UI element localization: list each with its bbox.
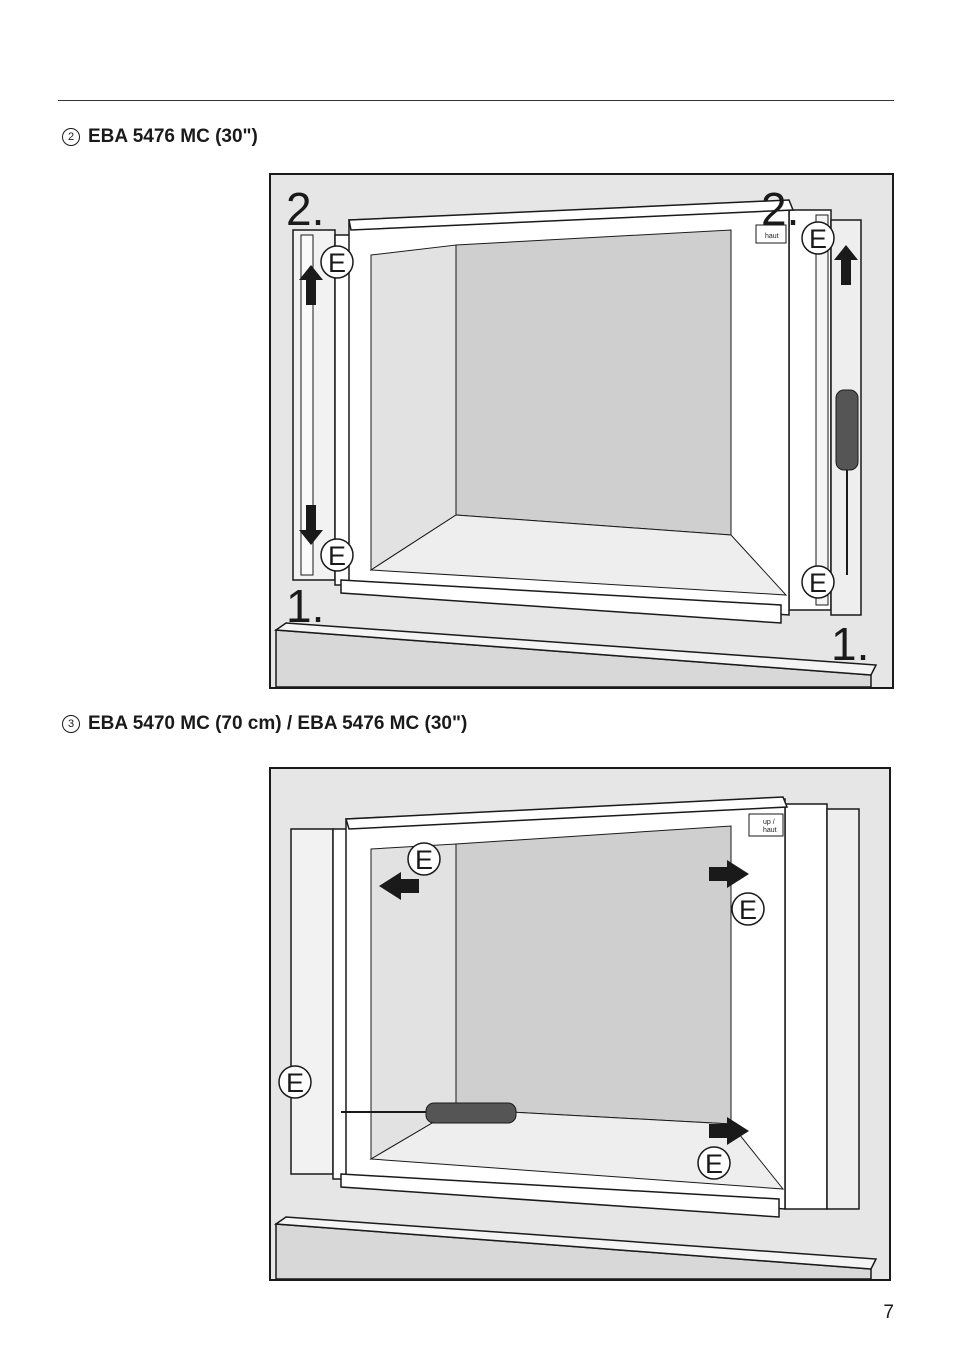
page-number: 7: [883, 1302, 894, 1323]
step-label-1: 1.: [286, 580, 324, 632]
up-arrow-icon: [834, 245, 858, 285]
screw-label-e: E: [809, 224, 827, 254]
screw-label-e: E: [328, 541, 346, 571]
screw-label-e: E: [328, 248, 346, 278]
right-arrow-icon: [709, 860, 749, 888]
down-arrow-icon: [299, 505, 323, 545]
header-rule: [58, 100, 894, 101]
section-2-number: 2: [62, 128, 80, 146]
figure-2-illustration: haut E E E E 2. 2. 1. 1.: [269, 173, 894, 689]
screw-label-e: E: [286, 1068, 304, 1098]
section-3-heading: 3 EBA 5470 MC (70 cm) / EBA 5476 MC (30"…: [62, 713, 467, 735]
left-arrow-icon: [379, 872, 419, 900]
section-2-title: EBA 5476 MC (30"): [88, 126, 258, 147]
figure-3-orientation-text-2: haut: [763, 827, 777, 834]
screw-label-e: E: [415, 845, 433, 875]
figure-3-illustration: up / haut E E E E: [269, 767, 891, 1281]
figure-3-drawing: up / haut E E E E: [273, 796, 878, 1279]
figure-2-orientation-text: haut: [765, 233, 779, 240]
section-3-number: 3: [62, 715, 80, 733]
step-label-1: 1.: [831, 618, 869, 670]
section-2-heading: 2 EBA 5476 MC (30"): [62, 126, 258, 148]
screw-label-e: E: [809, 568, 827, 598]
step-label-2: 2.: [286, 183, 324, 235]
section-3-title: EBA 5470 MC (70 cm) / EBA 5476 MC (30"): [88, 713, 468, 734]
up-arrow-icon: [299, 265, 323, 305]
step-label-2: 2.: [761, 183, 799, 235]
figure-2-drawing: haut E E E E 2. 2. 1. 1.: [273, 183, 878, 687]
right-arrow-icon: [709, 1117, 749, 1145]
figure-3-orientation-text-1: up /: [763, 819, 775, 826]
screw-label-e: E: [705, 1149, 723, 1179]
screw-label-e: E: [739, 895, 757, 925]
